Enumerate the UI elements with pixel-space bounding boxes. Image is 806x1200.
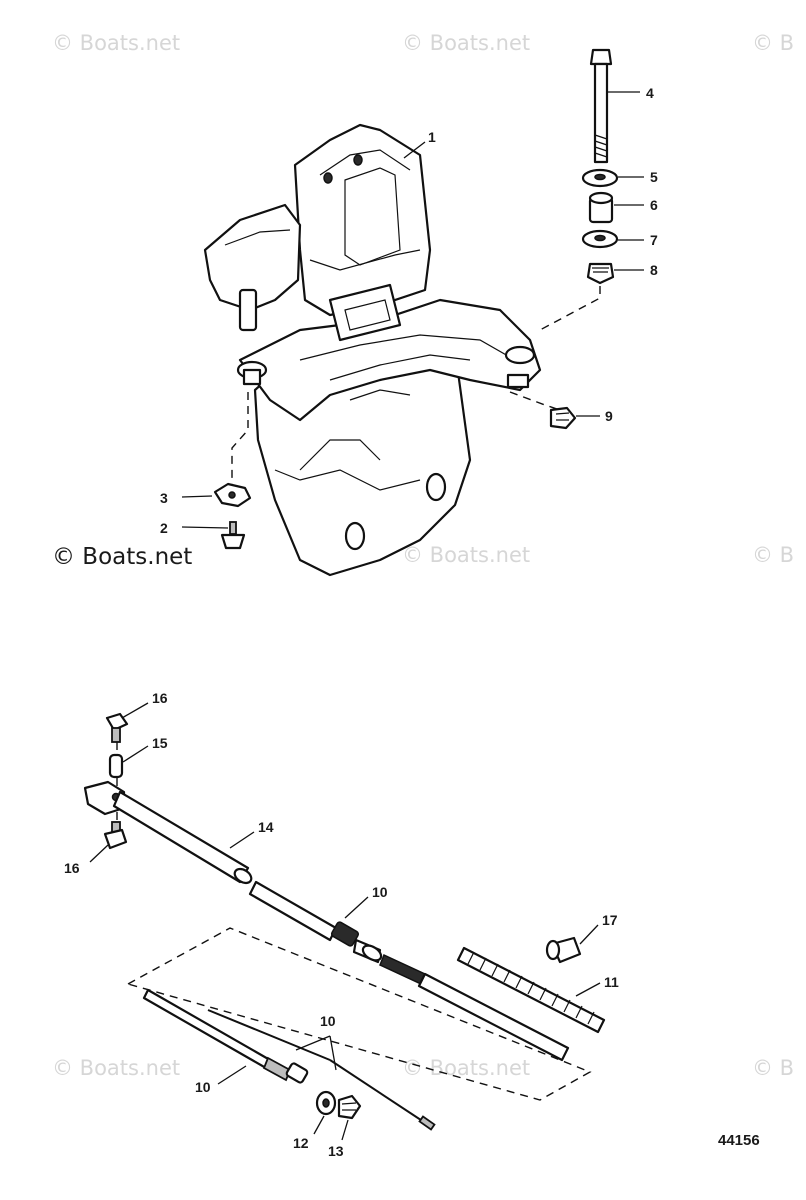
threaded-rod-part-11 — [456, 946, 606, 1034]
callout-10-inner: 10 — [320, 1013, 336, 1029]
callout-6: 6 — [650, 197, 658, 213]
callout-8: 8 — [650, 262, 658, 278]
watermark: © Boats.net — [52, 31, 180, 55]
watermark: © Boats.net — [402, 1056, 530, 1080]
callout-15: 15 — [152, 735, 168, 751]
callout-13: 13 — [328, 1143, 344, 1159]
callout-4: 4 — [646, 85, 654, 101]
screw-part-16-bottom — [103, 821, 128, 850]
watermark: © Boats.net — [52, 544, 192, 570]
callout-17: 17 — [602, 912, 618, 928]
watermark: © Boats.net — [52, 1056, 180, 1080]
screw-part-16-top — [105, 712, 129, 743]
callout-16-top: 16 — [152, 690, 168, 706]
callout-16-bottom: 16 — [64, 860, 80, 876]
callout-2: 2 — [160, 520, 168, 536]
kit-rod-part-10 — [142, 988, 309, 1084]
nut-part-9 — [549, 406, 577, 430]
nut-part-13 — [337, 1094, 362, 1120]
tube-part-14 — [83, 780, 253, 885]
callout-1: 1 — [428, 129, 436, 145]
callout-7: 7 — [650, 232, 658, 248]
kit-wire-part-10 — [207, 1009, 436, 1131]
watermark: © B — [752, 543, 794, 567]
screw-part-2 — [220, 521, 246, 550]
callout-10-cable: 10 — [372, 884, 388, 900]
watermark: © Boats.net — [402, 543, 530, 567]
pin-part-15 — [108, 753, 124, 779]
watermark: © B — [752, 1056, 794, 1080]
washer-part-5 — [581, 168, 619, 188]
nut-part-8 — [586, 262, 615, 285]
watermark: © Boats.net — [402, 31, 530, 55]
callout-3: 3 — [160, 490, 168, 506]
bolt-part-4 — [589, 48, 613, 164]
callout-9: 9 — [605, 408, 613, 424]
kit-boundary — [126, 927, 592, 1101]
bushing-part-17 — [545, 936, 582, 964]
washer-part-12 — [315, 1090, 337, 1116]
callout-10-kit: 10 — [195, 1079, 211, 1095]
callout-12: 12 — [293, 1135, 309, 1151]
bracket-part-1 — [203, 123, 542, 577]
drawing-number: 44156 — [718, 1132, 760, 1149]
watermark: © B — [752, 31, 794, 55]
washer-part-7 — [581, 229, 619, 249]
spacer-part-6 — [588, 191, 614, 224]
clip-nut-part-3 — [213, 482, 252, 508]
callout-5: 5 — [650, 169, 658, 185]
callout-14: 14 — [258, 819, 274, 835]
cable-part-10 — [248, 880, 570, 1062]
callout-11: 11 — [604, 974, 619, 990]
